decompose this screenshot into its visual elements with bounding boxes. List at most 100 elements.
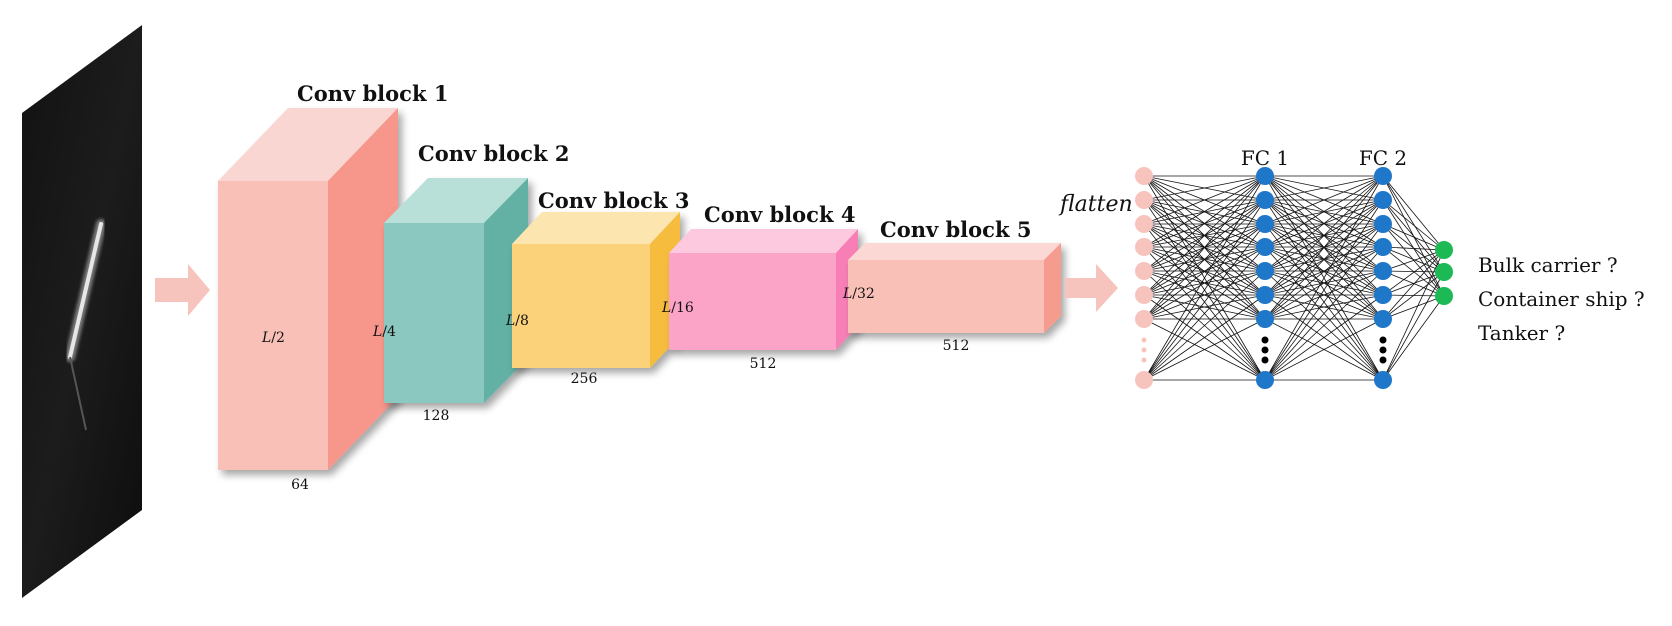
input-layer-node bbox=[1135, 215, 1153, 233]
fc-edge bbox=[1264, 223, 1384, 381]
fc-edge bbox=[1264, 270, 1384, 381]
flatten-label: flatten bbox=[1058, 192, 1133, 217]
conv-block-5-front-face bbox=[848, 260, 1044, 333]
fc-edge bbox=[1382, 295, 1445, 320]
fc2-node bbox=[1374, 215, 1392, 233]
fc-edge bbox=[1264, 199, 1384, 381]
fc-edge bbox=[1264, 246, 1384, 320]
conv-block-2-channels: 128 bbox=[423, 408, 450, 424]
input-layer-ellipsis-dot bbox=[1141, 337, 1147, 343]
fc-edge bbox=[1143, 223, 1266, 320]
fc-edge bbox=[1382, 271, 1445, 296]
conv-block-3-title: Conv block 3 bbox=[538, 188, 689, 213]
fc-edge bbox=[1143, 175, 1266, 320]
fc-edge bbox=[1382, 223, 1445, 273]
fc-edge bbox=[1382, 249, 1445, 381]
conv-block-4-channels: 512 bbox=[750, 356, 777, 372]
input-layer-ellipsis-dot bbox=[1141, 357, 1147, 363]
fc-edge bbox=[1382, 271, 1445, 381]
output-node bbox=[1435, 241, 1453, 259]
conv-block-3-spatial-label: L/8 bbox=[505, 313, 529, 329]
input-layer-node bbox=[1135, 371, 1153, 389]
conv-block-5 bbox=[848, 243, 1061, 333]
fc-edge bbox=[1143, 175, 1266, 201]
class-label-bulk-carrier: Bulk carrier ? bbox=[1478, 253, 1618, 277]
conv-block-4-title: Conv block 4 bbox=[704, 202, 855, 227]
fc-edge bbox=[1382, 199, 1445, 251]
fc-edge bbox=[1143, 199, 1266, 320]
conv-block-5-side-face bbox=[1044, 243, 1061, 333]
fc-edge bbox=[1382, 246, 1445, 273]
fc-edge bbox=[1143, 246, 1266, 320]
fc-edge bbox=[1264, 199, 1384, 320]
fc1-node bbox=[1256, 371, 1274, 389]
fc1-node bbox=[1256, 215, 1274, 233]
conv-block-3 bbox=[512, 212, 680, 368]
conv-block-1-title: Conv block 1 bbox=[297, 81, 448, 106]
conv-block-1-spatial-label: L/2 bbox=[261, 330, 285, 346]
conv-block-5-spatial-label: L/32 bbox=[842, 286, 875, 302]
fc2-node bbox=[1374, 310, 1392, 328]
input-layer-node bbox=[1135, 191, 1153, 209]
fc-edge bbox=[1264, 223, 1384, 320]
fc-edge bbox=[1382, 249, 1445, 296]
input-layer-node bbox=[1135, 238, 1153, 256]
fc-edge bbox=[1382, 199, 1445, 273]
fc-edge bbox=[1382, 295, 1445, 381]
fc2-ellipsis-dot bbox=[1379, 356, 1387, 364]
fc-edge bbox=[1264, 175, 1384, 225]
fc-edge bbox=[1264, 175, 1384, 296]
conv-block-3-top-face bbox=[512, 212, 680, 244]
fc-edge bbox=[1382, 249, 1445, 320]
fc-edge bbox=[1143, 270, 1266, 381]
input-layer-node bbox=[1135, 262, 1153, 280]
fc-edge bbox=[1143, 175, 1266, 381]
fc-nodes bbox=[1135, 167, 1453, 389]
input-layer-node bbox=[1135, 286, 1153, 304]
fc-edge bbox=[1264, 294, 1384, 320]
output-node bbox=[1435, 287, 1453, 305]
fc2-node bbox=[1374, 371, 1392, 389]
ship-signature bbox=[68, 222, 103, 359]
fc1-node bbox=[1256, 262, 1274, 280]
fc-edge bbox=[1143, 294, 1266, 381]
fc-edge bbox=[1264, 294, 1384, 381]
fc2-node bbox=[1374, 262, 1392, 280]
fc-edge bbox=[1382, 175, 1445, 273]
fc2-ellipsis-dot bbox=[1379, 346, 1387, 354]
conv-block-5-top-face bbox=[848, 243, 1061, 260]
fc-edge bbox=[1143, 175, 1266, 272]
conv-block-4-front-face bbox=[669, 253, 836, 350]
conv-block-2-spatial-label: L/4 bbox=[372, 324, 396, 340]
fc2-ellipsis-dot bbox=[1379, 336, 1387, 344]
fc-edge bbox=[1143, 175, 1266, 225]
fc-edge bbox=[1382, 246, 1445, 251]
fc-edge bbox=[1264, 246, 1384, 381]
fc-edge bbox=[1264, 175, 1384, 320]
fc-edge bbox=[1382, 249, 1445, 272]
fc-edge bbox=[1143, 318, 1266, 381]
fc1-node bbox=[1256, 167, 1274, 185]
class-label-tanker: Tanker ? bbox=[1478, 321, 1565, 345]
fc1-node bbox=[1256, 286, 1274, 304]
input-layer-node bbox=[1135, 167, 1153, 185]
fc2-node bbox=[1374, 167, 1392, 185]
fc-edge bbox=[1264, 318, 1384, 381]
fc-edge bbox=[1143, 175, 1266, 296]
output-node bbox=[1435, 263, 1453, 281]
fc-edge bbox=[1382, 223, 1445, 251]
fc-connections bbox=[1143, 175, 1445, 381]
fc-edge bbox=[1143, 294, 1266, 320]
conv-block-1-top-face bbox=[218, 108, 398, 181]
fc-edge bbox=[1382, 223, 1445, 297]
fc-edge bbox=[1264, 175, 1384, 248]
conv-block-3-front-face bbox=[512, 244, 650, 368]
fc1-ellipsis-dot bbox=[1261, 336, 1269, 344]
conv-block-2 bbox=[384, 178, 528, 403]
conv-block-2-front-face bbox=[384, 223, 484, 403]
fc-edge bbox=[1143, 175, 1266, 248]
fc-edge bbox=[1264, 175, 1384, 201]
conv-block-4-spatial-label: L/16 bbox=[661, 300, 694, 316]
